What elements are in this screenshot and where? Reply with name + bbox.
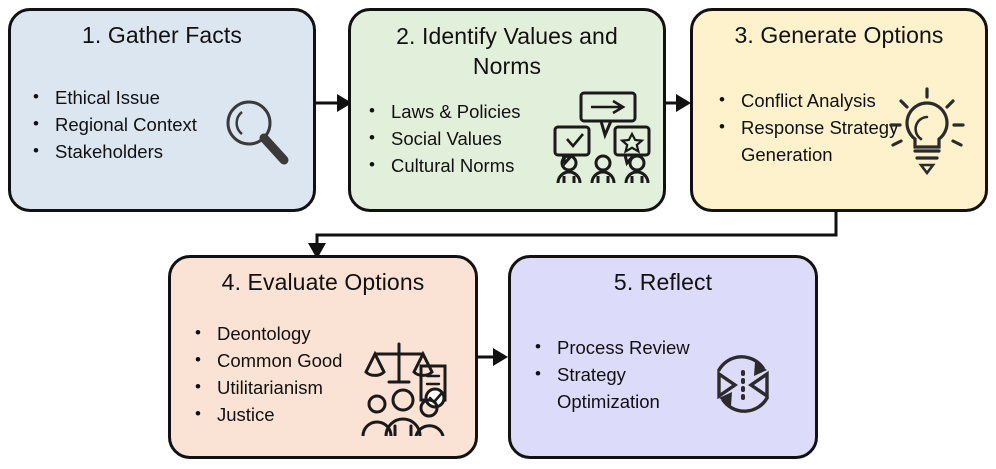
node-title: 1. Gather Facts xyxy=(81,22,242,48)
list-item: Optimization xyxy=(557,390,660,412)
bullet-list: Laws & Policies Social Values Cultural N… xyxy=(365,97,521,179)
step-node-generate-options[interactable]: 3. Generate Options Conflict Analysis Re… xyxy=(690,8,988,212)
list-item: Laws & Policies xyxy=(365,97,521,125)
list-item: Common Good xyxy=(191,346,342,374)
node-title: 4. Evaluate Options xyxy=(221,269,425,295)
bullet-list: Deontology Common Good Utilitarianism Ju… xyxy=(191,319,342,428)
node-body: Laws & Policies Social Values Cultural N… xyxy=(351,11,663,209)
step-node-evaluate-options[interactable]: 4. Evaluate Options Deontology Common Go… xyxy=(168,255,478,459)
node-title: 2. Identify Values and Norms xyxy=(396,23,618,79)
bullet-list: Ethical Issue Regional Context Stakehold… xyxy=(29,83,197,165)
cycle-review-icon xyxy=(695,336,791,432)
people-speech-bubbles-icon xyxy=(551,89,655,185)
bullet-list: Process Review Strategy Optimization xyxy=(531,333,690,415)
node-body: Process Review Strategy Optimization xyxy=(511,258,815,456)
list-item: Regional Context xyxy=(29,110,197,138)
list-item: Justice xyxy=(191,400,342,428)
list-item: Process Review xyxy=(531,333,690,361)
list-item: Cultural Norms xyxy=(365,151,521,179)
step-node-gather-facts[interactable]: 1. Gather Facts Ethical Issue Regional C… xyxy=(8,8,316,212)
lightbulb-icon xyxy=(879,85,975,181)
list-item: Stakeholders xyxy=(29,137,197,165)
node-title: 5. Reflect xyxy=(613,269,713,295)
connector-node2-to-node3 xyxy=(666,94,691,112)
scales-people-checklist-icon xyxy=(357,338,461,438)
list-item: Social Values xyxy=(365,124,521,152)
list-item: Response Strategy xyxy=(715,113,898,141)
node-body: Conflict Analysis Response Strategy Gene… xyxy=(693,11,985,209)
node-title: 3. Generate Options xyxy=(734,22,944,48)
node-body: Deontology Common Good Utilitarianism Ju… xyxy=(171,258,475,456)
step-node-reflect[interactable]: 5. Reflect Process Review Strategy Optim… xyxy=(508,255,818,459)
connector-node3-to-node4 xyxy=(308,212,838,259)
bullet-list: Conflict Analysis Response Strategy Gene… xyxy=(715,86,898,168)
magnifying-glass-icon xyxy=(213,89,299,175)
list-item: Strategy xyxy=(531,360,690,388)
list-item: Generation xyxy=(741,143,833,165)
connector-node4-to-node5 xyxy=(478,348,508,366)
connector-node1-to-node2 xyxy=(316,94,352,112)
node-body: Ethical Issue Regional Context Stakehold… xyxy=(11,11,313,209)
list-item: Deontology xyxy=(191,319,342,347)
list-item: Utilitarianism xyxy=(191,373,342,401)
step-node-identify-values-and-norms[interactable]: 2. Identify Values and Norms Laws & Poli… xyxy=(348,8,666,212)
list-item: Ethical Issue xyxy=(29,83,197,111)
list-item: Conflict Analysis xyxy=(715,86,898,114)
